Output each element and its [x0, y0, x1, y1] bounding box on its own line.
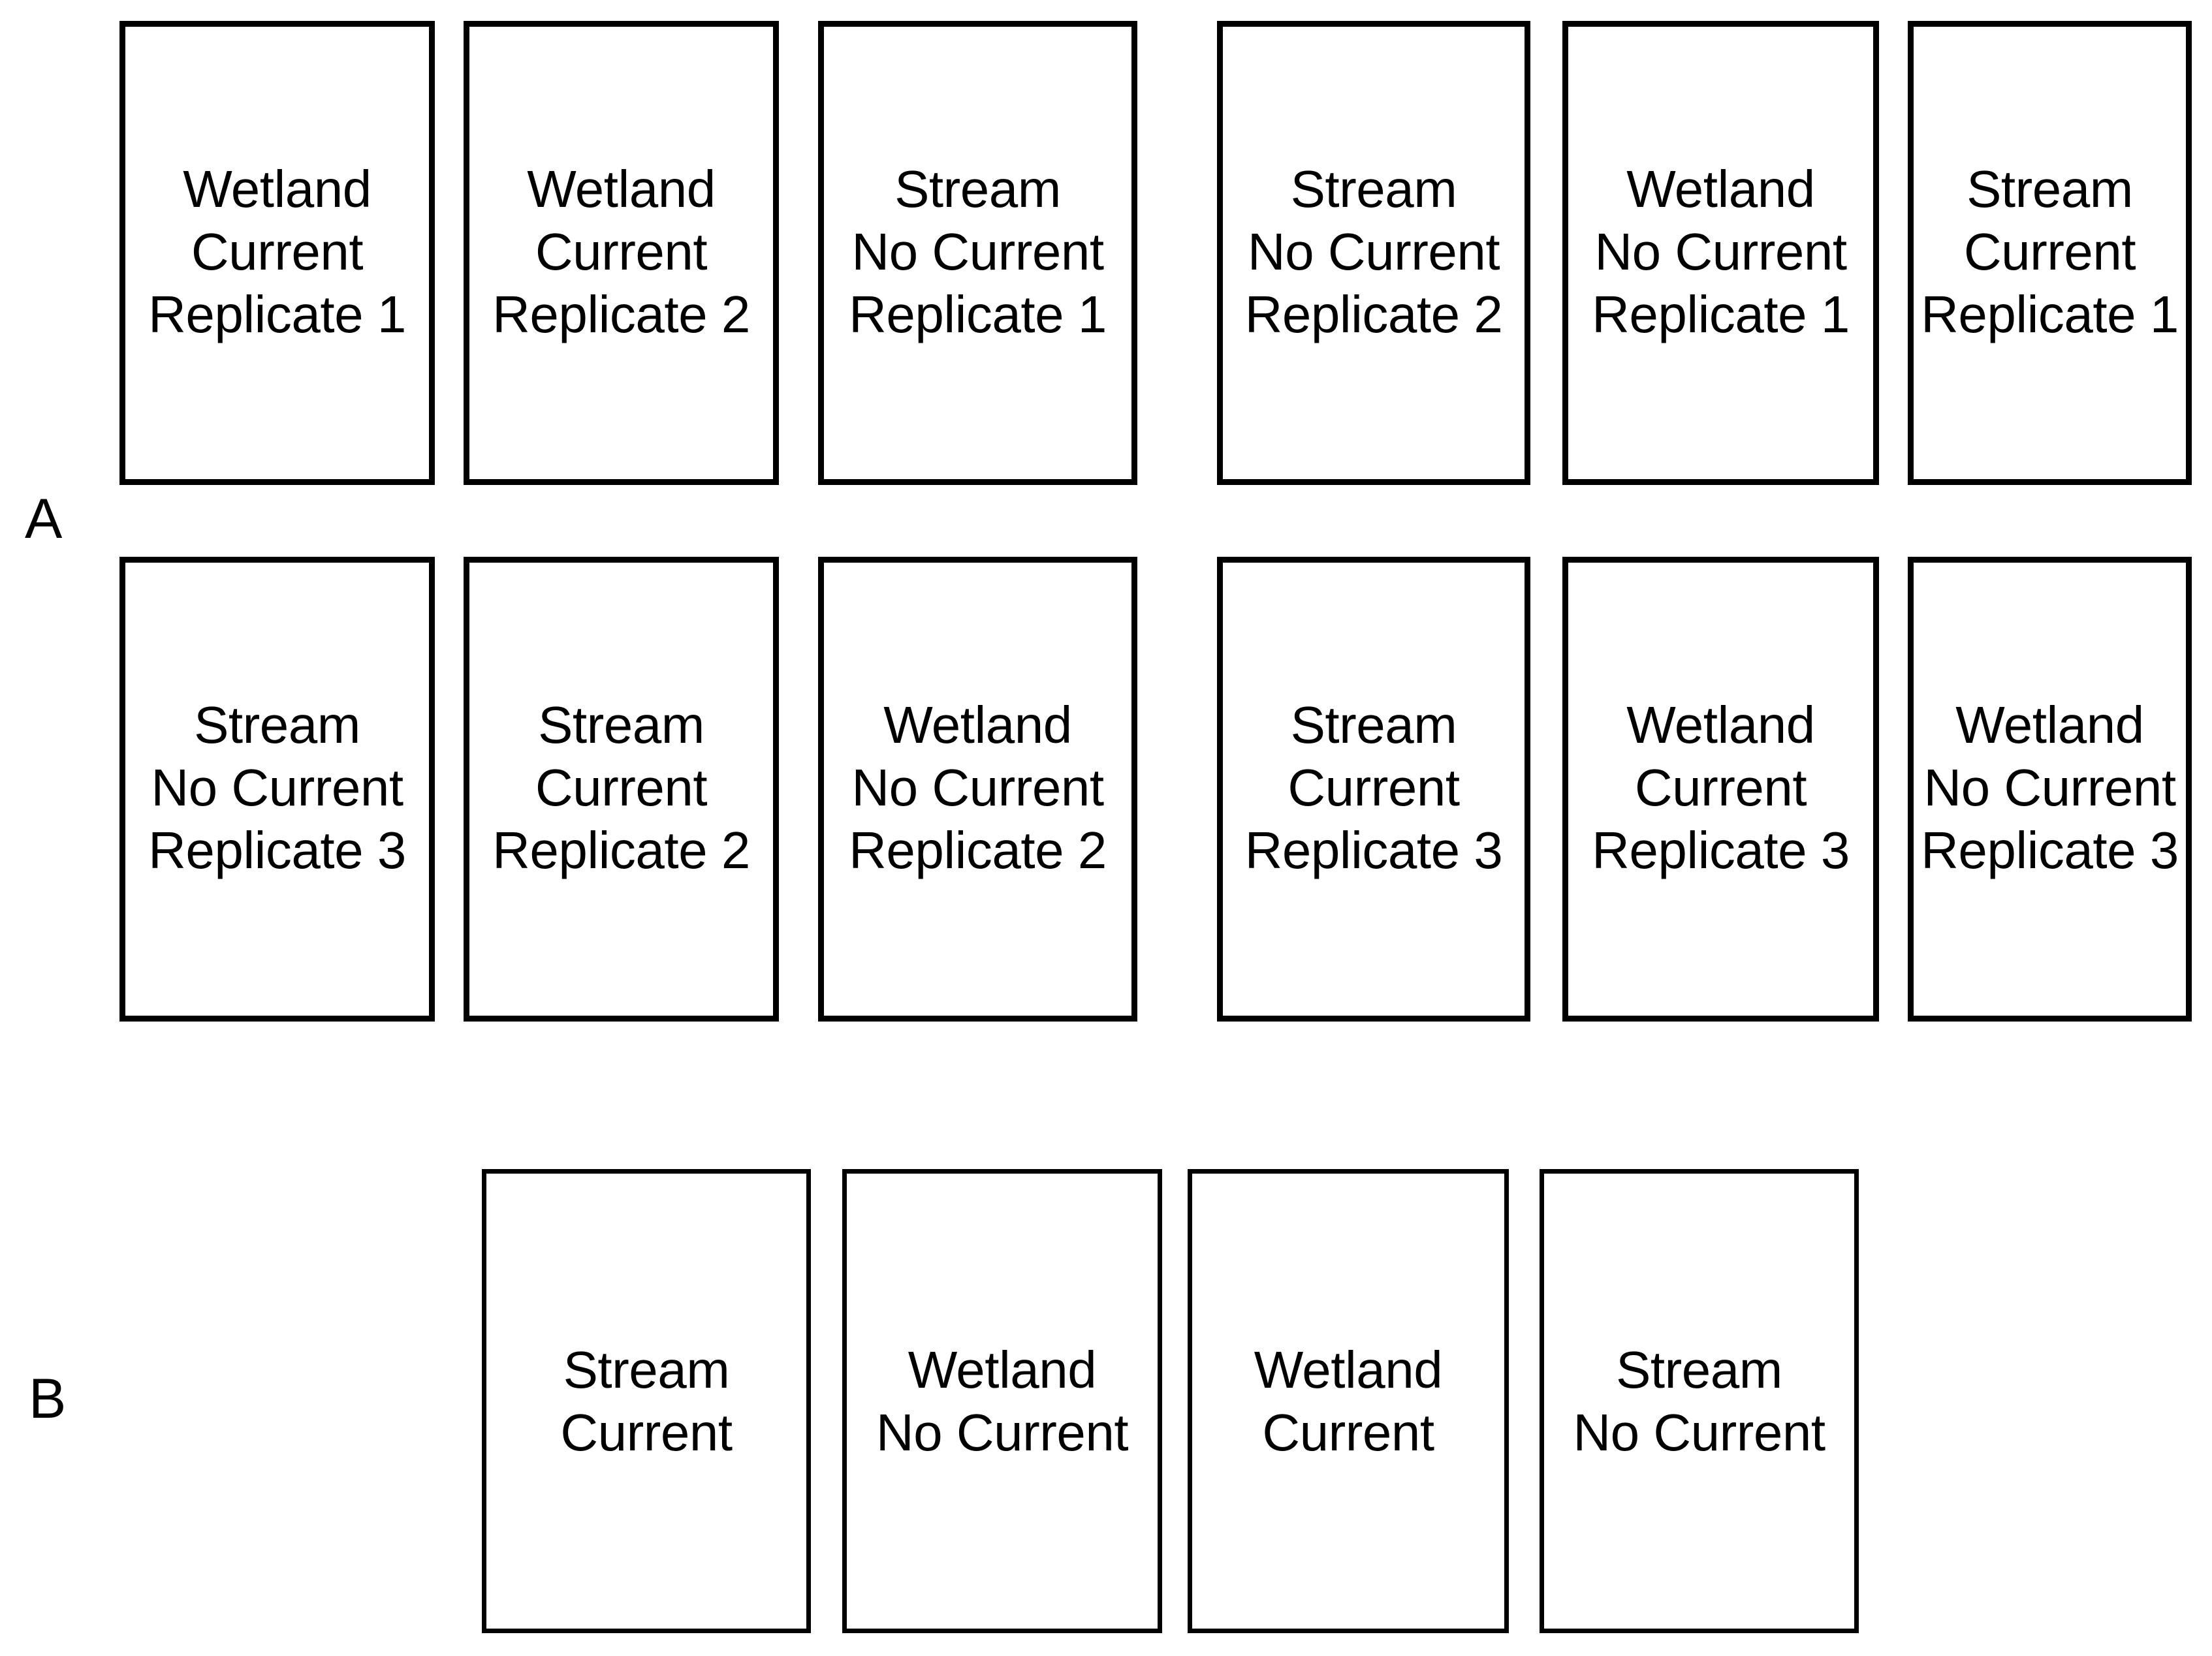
tank-a2-6: Wetland No Current Replicate 3 — [1908, 557, 2192, 1022]
tank-b-2: Wetland No Current — [842, 1169, 1162, 1633]
tank-a1-2: Wetland Current Replicate 2 — [464, 21, 779, 485]
panel-label-a: A — [25, 488, 63, 550]
tank-a1-6: Stream Current Replicate 1 — [1908, 21, 2192, 485]
tank-a2-1: Stream No Current Replicate 3 — [119, 557, 435, 1022]
tank-label: Wetland Current Replicate 3 — [1592, 696, 1850, 879]
tank-a1-4: Stream No Current Replicate 2 — [1217, 21, 1530, 485]
tank-b-1: Stream Current — [482, 1169, 811, 1633]
tank-label: Wetland No Current Replicate 3 — [1921, 696, 2179, 879]
tank-label: Wetland Current Replicate 1 — [148, 159, 406, 343]
tank-label: Stream No Current Replicate 3 — [148, 696, 406, 879]
tank-a1-5: Wetland No Current Replicate 1 — [1562, 21, 1879, 485]
tank-label: Wetland No Current Replicate 2 — [849, 696, 1107, 879]
tank-label: Stream Current Replicate 3 — [1244, 696, 1503, 879]
tank-label: Wetland Current Replicate 2 — [492, 159, 750, 343]
tank-label: Stream No Current Replicate 2 — [1244, 159, 1503, 343]
tank-a1-1: Wetland Current Replicate 1 — [119, 21, 435, 485]
tank-label: Stream Current Replicate 1 — [1921, 159, 2179, 343]
tank-label: Stream No Current — [1573, 1340, 1825, 1461]
tank-a2-3: Wetland No Current Replicate 2 — [818, 557, 1137, 1022]
tank-label: Wetland No Current — [876, 1340, 1129, 1461]
tank-label: Stream Current — [560, 1340, 733, 1461]
tank-label: Stream No Current Replicate 1 — [849, 159, 1107, 343]
tank-label: Stream Current Replicate 2 — [492, 696, 750, 879]
tank-b-4: Stream No Current — [1540, 1169, 1859, 1633]
tank-label: Wetland Current — [1254, 1340, 1443, 1461]
panel-label-b: B — [29, 1367, 67, 1430]
tank-a2-4: Stream Current Replicate 3 — [1217, 557, 1530, 1022]
tank-label: Wetland No Current Replicate 1 — [1592, 159, 1850, 343]
tank-a2-2: Stream Current Replicate 2 — [464, 557, 779, 1022]
tank-b-3: Wetland Current — [1188, 1169, 1509, 1633]
tank-a2-5: Wetland Current Replicate 3 — [1562, 557, 1879, 1022]
tank-a1-3: Stream No Current Replicate 1 — [818, 21, 1137, 485]
